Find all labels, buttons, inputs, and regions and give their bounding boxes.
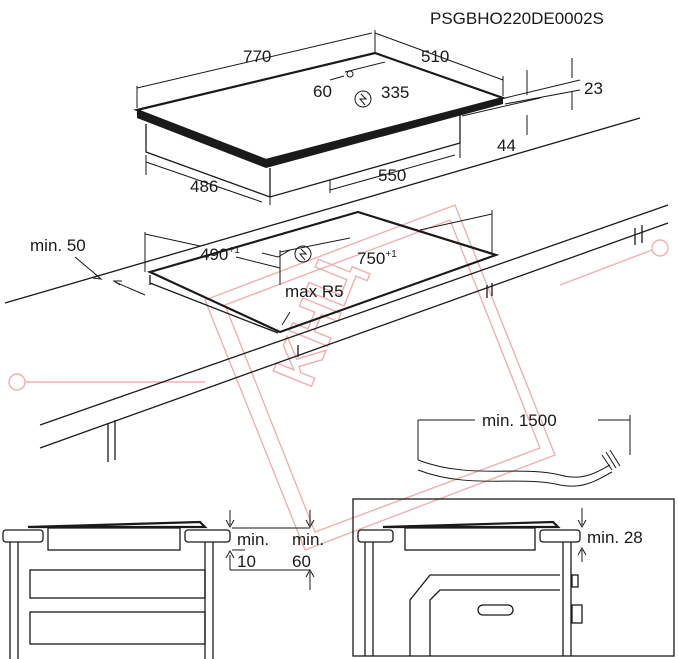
front-width-label: 550 bbox=[378, 166, 406, 185]
min-a-line2: 10 bbox=[237, 552, 256, 571]
cutout-depth-label: 490+1 bbox=[200, 245, 240, 264]
min-b-line1: min. bbox=[292, 530, 324, 549]
hob-drawing bbox=[133, 51, 507, 198]
watermark: KHЦ bbox=[8, 204, 669, 551]
hob-depth-label: 510 bbox=[421, 47, 449, 66]
front-depth-label: 486 bbox=[190, 177, 218, 196]
cutout-width-tolerance: +1 bbox=[385, 249, 397, 260]
radius-label: max R5 bbox=[285, 282, 344, 301]
cable-drawing bbox=[417, 415, 631, 487]
section-left bbox=[2, 510, 315, 659]
min-a-line1: min. bbox=[237, 530, 269, 549]
watermark-text: KHЦ bbox=[260, 249, 371, 395]
min-gap-label: min. 28 bbox=[587, 528, 643, 547]
min-b-line2: 60 bbox=[292, 552, 311, 571]
cutout-depth-tolerance: +1 bbox=[228, 245, 240, 256]
depth-below-label: 44 bbox=[497, 136, 516, 155]
worktop-drawing bbox=[4, 117, 669, 462]
cutout-width-value: 750 bbox=[357, 249, 385, 268]
hob-width-label: 770 bbox=[243, 47, 271, 66]
section-right bbox=[352, 498, 675, 657]
thickness-label: 23 bbox=[584, 79, 603, 98]
cutout-depth-value: 490 bbox=[200, 245, 228, 264]
side-offset-label: 60 bbox=[313, 82, 332, 101]
hob-dimensions bbox=[136, 30, 581, 205]
product-code: PSGBHO220DE0002S bbox=[430, 9, 604, 28]
min-edge-label: min. 50 bbox=[30, 236, 86, 255]
power-offset-label: 335 bbox=[381, 83, 409, 102]
cable-length-label: min. 1500 bbox=[482, 411, 557, 430]
cutout-width-label: 750+1 bbox=[357, 249, 397, 268]
